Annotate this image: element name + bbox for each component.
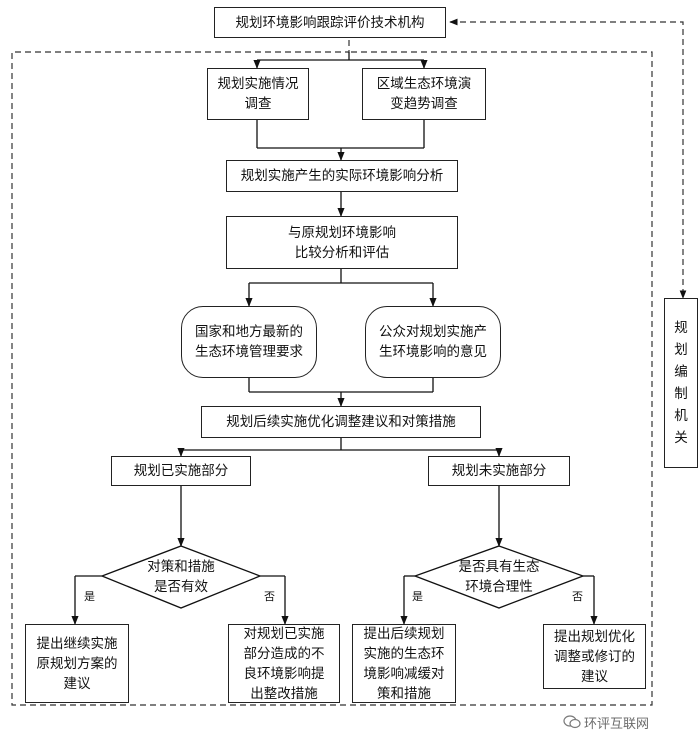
eco-trend-survey-label: 区域生态环境演 变趋势调查: [376, 76, 472, 112]
comparison-assessment-label: 与原规划环境影响 比较分析和评估: [288, 224, 396, 261]
public-opinion-box: 公众对规划实施产 生环境影响的意见: [365, 306, 501, 378]
planning-authority-box: 规 划 编 制 机 关: [664, 298, 698, 468]
follow-up-measures-box: 规划后续实施优化调整建议和对策措施: [201, 406, 481, 438]
technical-agency-label: 规划环境影响跟踪评价技术机构: [235, 14, 425, 31]
watermark-text: 环评互联网: [584, 716, 650, 732]
rectification-label: 对规划已实施 部分造成的不 良环境影响提 出整改措施: [243, 625, 325, 702]
national-requirements-label: 国家和地方最新的 生态环境管理要求: [195, 324, 303, 360]
decision-effective-label: 对策和措施 是否有效: [147, 559, 215, 595]
actual-impact-analysis-box: 规划实施产生的实际环境影响分析: [226, 160, 458, 192]
plan-implementation-survey-label: 规划实施情况 调查: [217, 76, 299, 112]
not-implemented-part-box: 规划未实施部分: [428, 456, 570, 486]
optimization-label: 提出规划优化 调整或修订的 建议: [554, 628, 635, 685]
optimization-box: 提出规划优化 调整或修订的 建议: [543, 624, 646, 689]
continue-plan-box: 提出继续实施 原规划方案的 建议: [25, 624, 129, 703]
actual-impact-analysis-label: 规划实施产生的实际环境影响分析: [240, 168, 444, 184]
public-opinion-label: 公众对规划实施产 生环境影响的意见: [379, 324, 487, 360]
plan-implementation-survey-box: 规划实施情况 调查: [207, 68, 309, 120]
comparison-assessment-box: 与原规划环境影响 比较分析和评估: [226, 216, 458, 269]
not-implemented-part-label: 规划未实施部分: [451, 463, 547, 479]
rectification-box: 对规划已实施 部分造成的不 良环境影响提 出整改措施: [228, 624, 340, 703]
dashed-frame: [11, 40, 653, 706]
technical-agency-box: 规划环境影响跟踪评价技术机构: [214, 7, 446, 38]
yes-label-right: 是: [412, 590, 423, 603]
follow-up-measures-label: 规划后续实施优化调整建议和对策措施: [226, 414, 456, 430]
continue-plan-label: 提出继续实施 原规划方案的 建议: [36, 635, 118, 692]
no-label-left: 否: [264, 590, 275, 603]
wechat-icon: [563, 715, 581, 729]
dashed-feedback-arrow: [449, 18, 687, 299]
eco-trend-survey-box: 区域生态环境演 变趋势调查: [362, 68, 486, 120]
planning-authority-label: 规 划 编 制 机 关: [674, 320, 688, 446]
yes-label-left: 是: [84, 590, 95, 603]
decision-diamond-reasonable: [413, 545, 585, 609]
mitigation-box: 提出后续规划 实施的生态环 境影响减缓对 策和措施: [352, 624, 456, 703]
implemented-part-box: 规划已实施部分: [111, 456, 251, 486]
watermark: 环评互联网: [563, 712, 697, 732]
decision-diamond-effective: [100, 545, 262, 609]
implemented-part-label: 规划已实施部分: [133, 463, 229, 479]
no-label-right: 否: [572, 590, 583, 603]
national-requirements-box: 国家和地方最新的 生态环境管理要求: [181, 306, 317, 378]
decision-reasonable-label: 是否具有生态 环境合理性: [458, 559, 540, 595]
mitigation-label: 提出后续规划 实施的生态环 境影响减缓对 策和措施: [363, 625, 445, 702]
